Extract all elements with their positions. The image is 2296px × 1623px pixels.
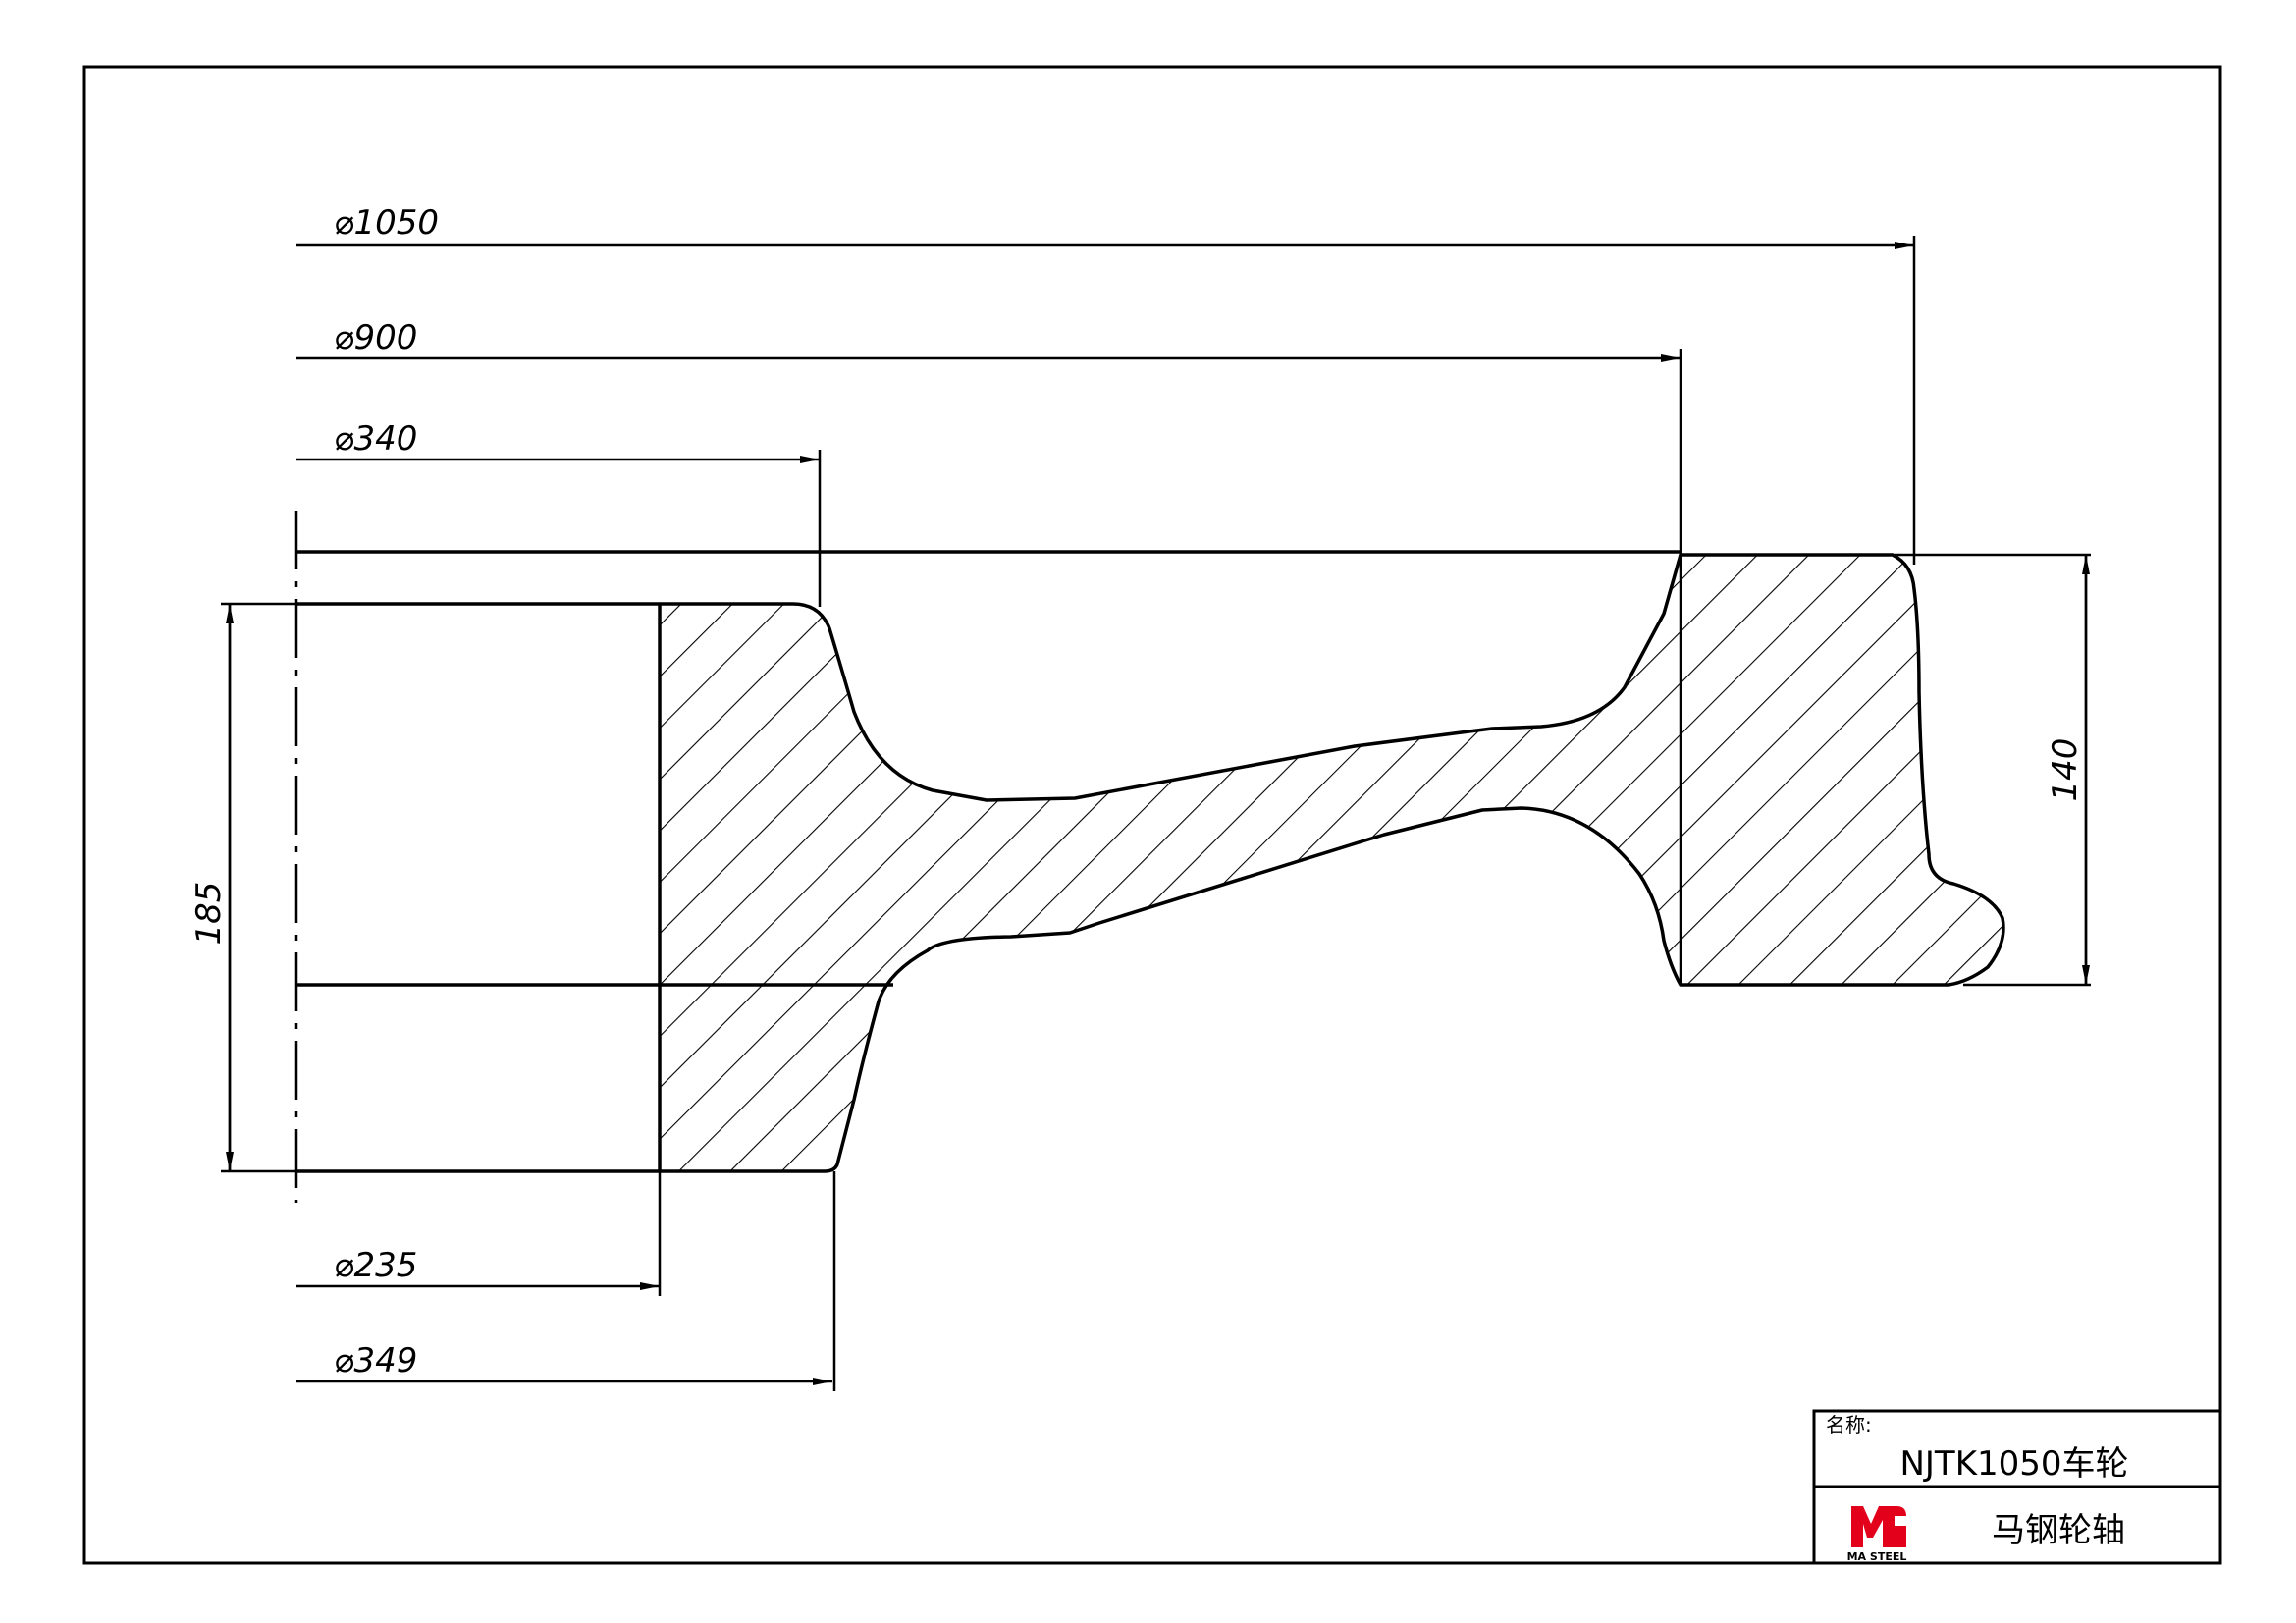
dim-349-label: ⌀349 [334, 1341, 417, 1380]
wheel-outline [658, 553, 2005, 1173]
dim-900-label: ⌀900 [334, 318, 417, 357]
bore [294, 511, 660, 1203]
title-block-part-name: NJTK1050车轮 [1899, 1444, 2128, 1484]
dim-185-label: 185 [189, 882, 229, 946]
title-block: 名称: NJTK1050车轮 MA STEEL 马钢轮轴 [1812, 1409, 2222, 1565]
dim-235-label: ⌀235 [334, 1246, 417, 1285]
logo-text: MA STEEL [1847, 1550, 1907, 1563]
dimension-lines [226, 236, 2090, 1391]
ma-steel-logo: MA STEEL [1847, 1506, 1907, 1563]
dim-340-label: ⌀340 [334, 419, 417, 459]
title-block-company: 马钢轮轴 [1992, 1511, 2125, 1550]
title-block-name-label: 名称: [1826, 1413, 1872, 1436]
dim-140-label: 140 [2046, 738, 2085, 802]
section-hatch [660, 555, 2003, 1171]
drawing-border [82, 65, 2222, 1565]
wheel-section [658, 553, 2005, 1173]
dim-1050-label: ⌀1050 [334, 203, 439, 243]
reference-lines [221, 550, 2091, 1173]
